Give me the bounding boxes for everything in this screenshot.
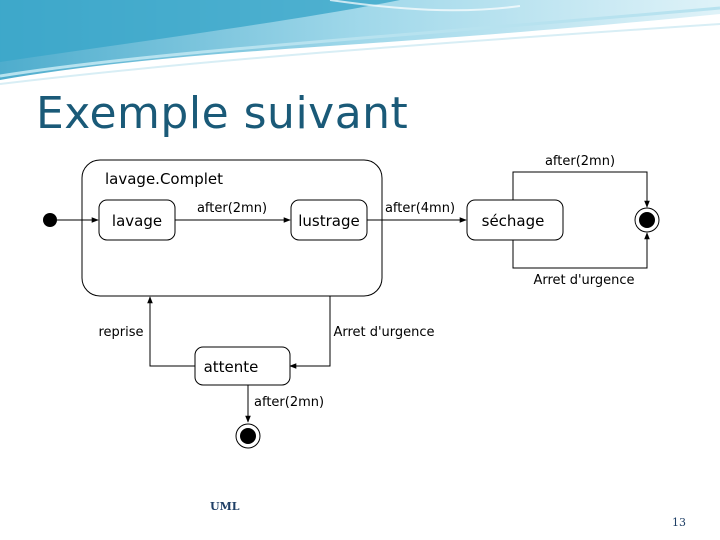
state-sechage xyxy=(466,199,564,241)
transition-label-sechage-urgence: Arret d'urgence xyxy=(533,273,634,288)
footer-label: UML xyxy=(210,500,240,513)
composite-state-label: lavage.Complet xyxy=(105,170,223,188)
state-lavage-label: lavage xyxy=(112,212,162,230)
transition-label-sechage-final: after(2mn) xyxy=(545,154,615,169)
final-state-right-dot xyxy=(639,212,655,228)
state-sechage-label: séchage xyxy=(482,212,545,230)
initial-state-dot xyxy=(43,213,57,227)
transition-label-attente-final: after(2mn) xyxy=(254,395,324,410)
page-number: 13 xyxy=(672,516,686,529)
slide-title: Exemple suivant xyxy=(36,88,409,139)
state-attente-label: attente xyxy=(204,358,259,376)
transition-label-reprise: reprise xyxy=(98,325,143,340)
state-lustrage-label: lustrage xyxy=(298,212,359,230)
header-wave-banner xyxy=(0,0,720,85)
transition-label-composite-attente: Arret d'urgence xyxy=(333,325,434,340)
state-attente xyxy=(194,346,291,386)
transition-label-lavage-lustrage: after(2mn) xyxy=(197,201,267,216)
composite-state-lavage-complet xyxy=(81,159,383,297)
transition-label-lustrage-sechage: after(4mn) xyxy=(385,201,455,216)
final-state-bottom-dot xyxy=(240,428,256,444)
